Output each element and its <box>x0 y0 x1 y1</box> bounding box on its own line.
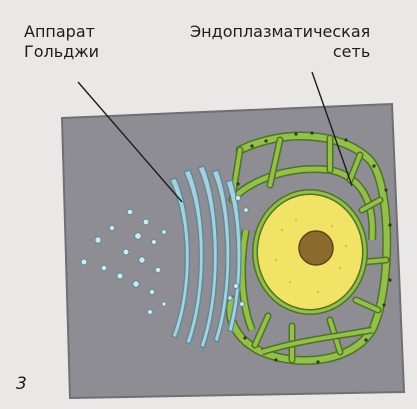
er-label-line2: сеть <box>190 42 370 62</box>
er-label-line1: Эндоплазматическая <box>190 22 370 42</box>
panel-number: 3 <box>16 374 27 394</box>
golgi-label-line2: Гольджи <box>24 42 99 62</box>
nucleolus <box>299 231 333 265</box>
nucleus <box>255 192 365 312</box>
golgi-label-line1: Аппарат <box>24 22 99 42</box>
er-label: Эндоплазматическая сеть <box>190 22 370 62</box>
golgi-label: Аппарат Гольджи <box>24 22 99 62</box>
